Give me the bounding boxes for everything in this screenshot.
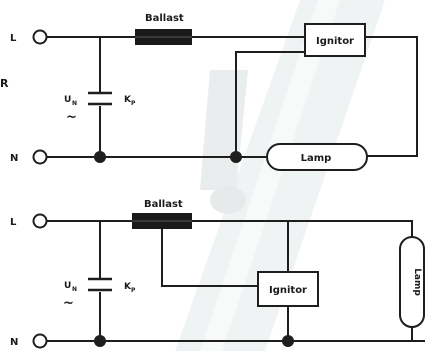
- background-lamp-photo: [175, 0, 385, 351]
- circuit-bottom: L N Ballast U N ~ K P Ignitor Lamp: [10, 199, 425, 349]
- bottom-ignitor-box: [257, 271, 319, 307]
- bottom-terminal-n: [32, 333, 48, 349]
- top-voltage-subscript: N: [72, 100, 77, 107]
- top-voltage-symbol: U: [64, 95, 71, 105]
- top-terminal-n: [32, 149, 48, 165]
- top-lamp-label: Lamp: [301, 153, 332, 164]
- top-junction-right: [230, 151, 242, 163]
- top-ignitor-label: Ignitor: [316, 36, 354, 47]
- bottom-wires: [46, 220, 425, 342]
- bottom-capacitor-symbol: K: [124, 282, 132, 292]
- bottom-terminal-n-label: N: [10, 337, 18, 348]
- top-capacitor: [88, 91, 112, 106]
- bottom-capacitor: [88, 277, 112, 292]
- circuit-top: L N R Ballast U N ~ K P Ignitor Lamp: [0, 13, 418, 171]
- bottom-terminal-l-label: L: [10, 217, 17, 228]
- bottom-junction-left: [94, 335, 106, 347]
- bottom-ignitor-label: Ignitor: [269, 285, 307, 296]
- top-junction-left: [94, 151, 106, 163]
- bottom-lamp: [399, 236, 425, 328]
- top-voltage-ac: ~: [66, 110, 77, 125]
- top-ballast-label: Ballast: [145, 13, 184, 24]
- top-lamp: [266, 143, 368, 171]
- top-terminal-n-label: N: [10, 153, 18, 164]
- bottom-voltage-symbol: U: [64, 281, 71, 291]
- bottom-junction-right: [282, 335, 294, 347]
- bottom-voltage-ac: ~: [63, 296, 74, 311]
- top-capacitor-symbol: K: [124, 95, 132, 105]
- top-ignitor-box: [304, 23, 366, 57]
- bottom-voltage-subscript: N: [72, 286, 77, 293]
- top-terminal-l-label: L: [10, 33, 17, 44]
- top-capacitor-subscript: P: [131, 100, 136, 107]
- bottom-ballast-label: Ballast: [144, 199, 183, 210]
- bottom-capacitor-subscript: P: [131, 287, 136, 294]
- bottom-lamp-label: Lamp: [412, 268, 422, 296]
- bottom-terminal-l: [32, 213, 48, 229]
- side-letter: R: [0, 77, 9, 90]
- top-terminal-l: [32, 29, 48, 45]
